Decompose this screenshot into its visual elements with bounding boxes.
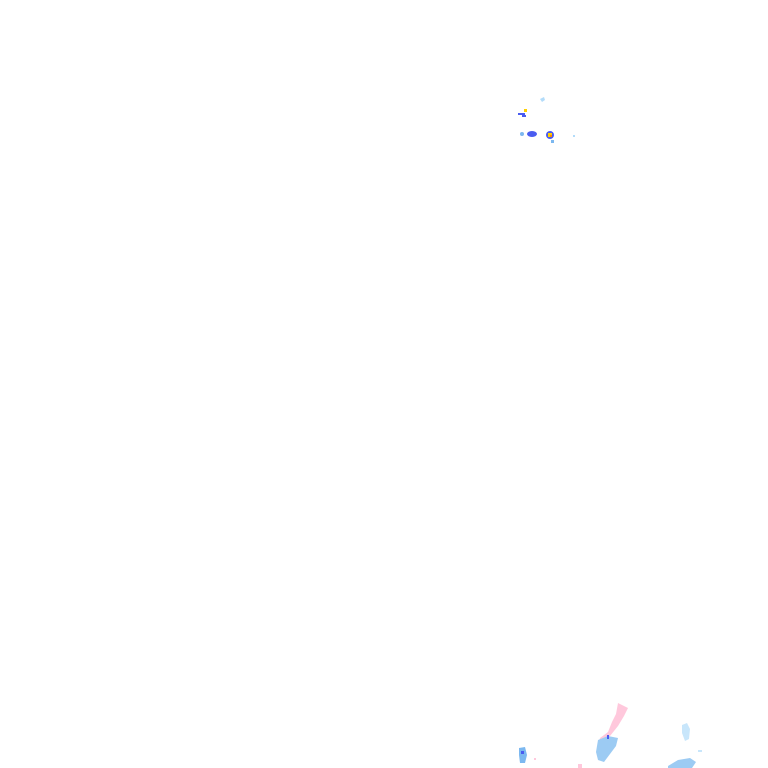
echo-light-north-3 (551, 140, 554, 143)
echo-cell-north-2 (524, 109, 527, 112)
echo-light-north-2 (520, 132, 524, 136)
echo-light-north-4 (573, 135, 575, 137)
echo-cell-south-1 (607, 735, 609, 739)
echo-cluster-north (518, 97, 575, 143)
echo-rain-south-2 (519, 747, 527, 763)
echo-pink-south (534, 758, 536, 760)
echo-cell-south-2 (521, 751, 524, 754)
echo-cell-north-4 (527, 131, 537, 137)
echo-cell-north-1 (518, 113, 525, 115)
echo-cell-north-3 (522, 115, 526, 117)
echo-light-north-1 (540, 97, 545, 102)
echo-rain-south-3 (668, 758, 696, 768)
echo-core-north-2 (550, 135, 552, 137)
echo-pink-south-2 (578, 764, 582, 768)
echo-mixed-pink (598, 703, 628, 744)
echo-cluster-south (519, 703, 702, 768)
echo-rain-south-1 (596, 736, 618, 762)
echo-light-south-1 (682, 723, 690, 741)
echo-light-south-2 (698, 750, 702, 752)
